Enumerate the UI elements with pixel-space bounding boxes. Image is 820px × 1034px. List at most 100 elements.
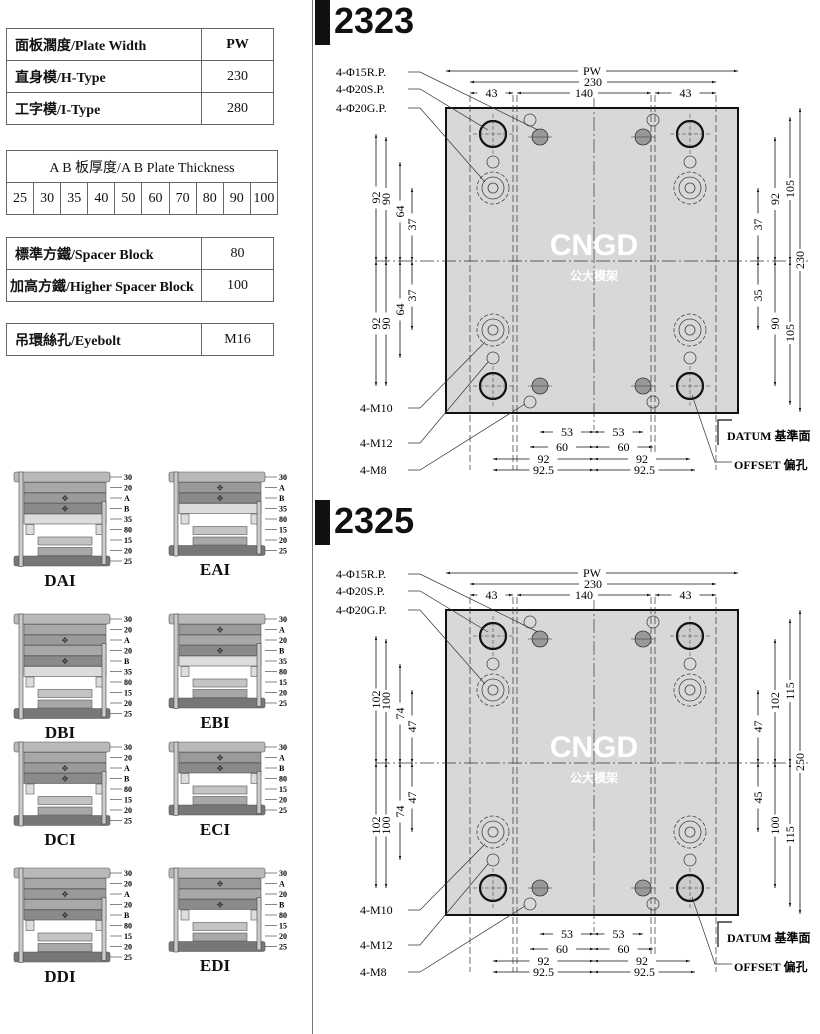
layer-label: 35 bbox=[279, 505, 287, 514]
layer-label: 20 bbox=[279, 636, 287, 645]
svg-text:✥: ✥ bbox=[62, 775, 69, 784]
screw-hole bbox=[646, 897, 660, 911]
thickness-value: 30 bbox=[33, 182, 62, 215]
layer-label: 35 bbox=[124, 515, 132, 524]
layer-label: 15 bbox=[279, 678, 287, 687]
dimension-label: 43 bbox=[486, 86, 498, 100]
datum-label: DATUM 基準面 bbox=[727, 428, 810, 443]
screw-hole bbox=[523, 897, 537, 911]
dimension-label: 230 bbox=[584, 577, 602, 591]
table-value: 80 bbox=[201, 237, 274, 270]
screw-hole bbox=[683, 657, 697, 671]
layer-label: 15 bbox=[124, 796, 132, 805]
svg-text:✥: ✥ bbox=[217, 880, 224, 889]
drawing-title: 2325 bbox=[334, 500, 415, 541]
table-value: 230 bbox=[201, 60, 274, 93]
dimension-label: 105 bbox=[783, 324, 797, 342]
mold-type-label: EDI bbox=[199, 956, 231, 975]
layer-label: B bbox=[279, 764, 285, 773]
layer-label: B bbox=[124, 775, 130, 784]
cngd-logo: CNGD bbox=[550, 229, 638, 262]
svg-text:✥: ✥ bbox=[62, 890, 69, 899]
layer-label: 25 bbox=[279, 806, 287, 815]
thickness-value: 80 bbox=[195, 182, 224, 215]
layer-label: 80 bbox=[279, 911, 287, 920]
callout-label: 4-Φ20S.P. bbox=[336, 584, 385, 598]
layer-label: 25 bbox=[124, 710, 132, 719]
layer-label: 30 bbox=[124, 473, 132, 482]
support-pillar-hole bbox=[476, 815, 510, 849]
dimension-label: 37 bbox=[751, 219, 765, 231]
layer-label: 80 bbox=[279, 775, 287, 784]
svg-text:✥: ✥ bbox=[62, 505, 69, 514]
callout-label: 4-Φ20S.P. bbox=[336, 82, 385, 96]
layer-label: 80 bbox=[124, 526, 132, 535]
layer-label: B bbox=[279, 494, 285, 503]
screw-hole bbox=[486, 351, 500, 365]
svg-text:✥: ✥ bbox=[217, 647, 224, 656]
layer-label: 20 bbox=[279, 796, 287, 805]
layer-label: A bbox=[279, 484, 285, 493]
dimension-label: 64 bbox=[393, 304, 407, 316]
dimension-label: 53 bbox=[613, 927, 625, 941]
mold-type-label: EBI bbox=[200, 712, 230, 732]
layer-label: 25 bbox=[124, 953, 132, 962]
thickness-value: 100 bbox=[249, 182, 279, 215]
layer-label: B bbox=[279, 901, 285, 910]
dimension-label: 140 bbox=[575, 86, 593, 100]
table-label: 加高方鐵/Higher Spacer Block bbox=[6, 269, 202, 302]
layer-label: 30 bbox=[124, 869, 132, 878]
dimension-label: 90 bbox=[768, 318, 782, 330]
layer-label: 15 bbox=[124, 932, 132, 941]
svg-text:✥: ✥ bbox=[217, 626, 224, 635]
layer-label: 20 bbox=[124, 754, 132, 763]
cngd-logo-cn: 公大模架 bbox=[570, 268, 618, 283]
table-label: 吊環絲孔/Eyebolt bbox=[6, 323, 202, 356]
dimension-label: 53 bbox=[561, 927, 573, 941]
layer-label: 20 bbox=[124, 647, 132, 656]
svg-text:✥: ✥ bbox=[62, 657, 69, 666]
layer-label: 80 bbox=[124, 678, 132, 687]
dimension-label: 230 bbox=[584, 75, 602, 89]
support-pillar-hole bbox=[476, 171, 510, 205]
layer-label: 25 bbox=[279, 699, 287, 708]
dimension-label: 47 bbox=[751, 721, 765, 733]
dimension-label: 90 bbox=[379, 193, 393, 205]
layer-label: A bbox=[279, 626, 285, 635]
layer-label: 20 bbox=[124, 484, 132, 493]
dimension-label: PW bbox=[583, 64, 602, 78]
dimension-label: 92 bbox=[369, 192, 383, 204]
dimension-label: 100 bbox=[379, 692, 393, 710]
dimension-label: PW bbox=[583, 566, 602, 580]
dimension-label: 92 bbox=[636, 954, 648, 968]
thickness-value: 60 bbox=[141, 182, 170, 215]
support-pillar-hole bbox=[673, 673, 707, 707]
layer-label: 20 bbox=[124, 943, 132, 952]
svg-text:✥: ✥ bbox=[217, 901, 224, 910]
layer-label: 30 bbox=[279, 869, 287, 878]
thickness-value: 70 bbox=[168, 182, 197, 215]
layer-label: A bbox=[124, 890, 130, 899]
layer-label: 80 bbox=[279, 515, 287, 524]
layer-label: 30 bbox=[124, 615, 132, 624]
dimension-label: 35 bbox=[751, 290, 765, 302]
layer-label: 15 bbox=[279, 785, 287, 794]
layer-label: B bbox=[124, 505, 130, 514]
svg-text:✥: ✥ bbox=[62, 494, 69, 503]
table-label: 標準方鐵/Spacer Block bbox=[6, 237, 202, 270]
layer-label: 80 bbox=[124, 922, 132, 931]
screw-hole bbox=[646, 113, 660, 127]
layer-label: 25 bbox=[279, 943, 287, 952]
screw-hole bbox=[683, 351, 697, 365]
support-pillar-hole bbox=[673, 171, 707, 205]
